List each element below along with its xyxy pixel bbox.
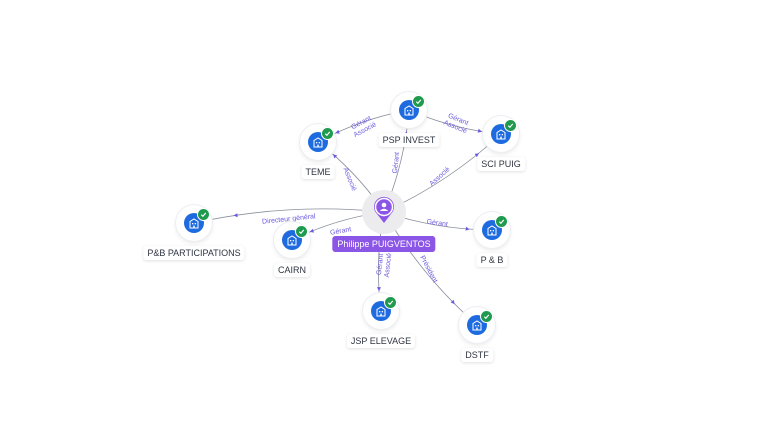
relation-label: Associé <box>342 167 358 192</box>
company-name[interactable]: P&B PARTICIPATIONS <box>143 246 245 260</box>
relation-arrow-icon <box>377 287 382 292</box>
relation-label: Président <box>418 255 438 284</box>
relation-label: Gérant <box>376 253 385 275</box>
verified-check-icon <box>412 95 425 108</box>
relation-label: Gérant <box>330 226 352 237</box>
person-name[interactable]: Philippe PUIGVENTOS <box>332 236 436 252</box>
relation-edge-pb-participations <box>193 208 385 224</box>
relation-label: Gérant <box>392 152 401 174</box>
relation-arrow-icon <box>335 129 340 134</box>
verified-check-icon <box>504 119 517 132</box>
relation-label: Associé <box>384 253 394 278</box>
relation-label: Gérant <box>426 219 448 229</box>
relation-arrow-icon <box>233 213 238 218</box>
verified-check-icon <box>384 296 397 309</box>
person-icon[interactable] <box>369 195 399 225</box>
company-name[interactable]: TEME <box>301 165 335 179</box>
verified-check-icon <box>295 225 308 238</box>
verified-check-icon <box>197 208 210 221</box>
company-name[interactable]: P & B <box>476 253 508 267</box>
relation-label: Associé <box>429 166 452 188</box>
company-name[interactable]: JSP ELEVAGE <box>346 334 416 348</box>
company-name[interactable]: DSTF <box>461 348 493 362</box>
verified-check-icon <box>495 215 508 228</box>
relation-arrow-icon <box>477 128 483 133</box>
verified-check-icon <box>480 310 493 323</box>
company-name[interactable]: PSP INVEST <box>378 133 440 147</box>
company-name[interactable]: CAIRN <box>273 263 311 277</box>
verified-check-icon <box>321 127 334 140</box>
relation-arrow-icon <box>474 153 480 158</box>
relation-arrow-icon <box>450 299 455 305</box>
relation-arrow-icon <box>309 228 314 233</box>
company-name[interactable]: SCI PUIG <box>477 157 525 171</box>
relation-arrow-icon <box>333 154 338 159</box>
